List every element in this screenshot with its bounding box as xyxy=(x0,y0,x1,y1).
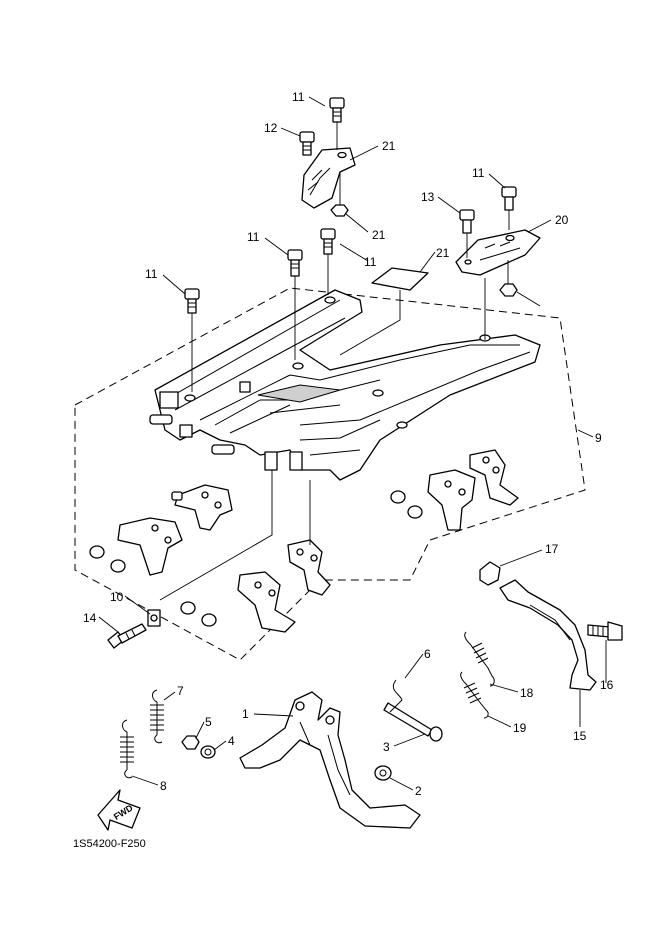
pad-21-part xyxy=(371,267,429,291)
bolt-15-part xyxy=(587,621,623,641)
callout-16: 17 xyxy=(545,542,559,556)
bracket-lower-center xyxy=(237,539,331,633)
callout-11-mid: 11 xyxy=(247,230,260,244)
callout-11-center: 11 xyxy=(364,255,377,269)
callout-11-top: 11 xyxy=(292,90,305,104)
callout-21-top: 21 xyxy=(372,228,386,242)
callout-11-right: 11 xyxy=(472,166,485,180)
side-stand-14-part xyxy=(499,579,597,691)
callout-15: 16 xyxy=(600,678,614,692)
nut-21-top xyxy=(330,204,349,217)
bolt-11-left xyxy=(184,288,200,314)
callout-2: 2 xyxy=(415,784,422,798)
callout-1: 1 xyxy=(242,707,249,721)
grommets-right xyxy=(390,490,423,519)
nut-5-part xyxy=(181,735,200,750)
callout-7: 7 xyxy=(177,684,184,698)
callout-12-top: 12 xyxy=(264,121,278,135)
callout-17: 18 xyxy=(520,686,534,700)
bracket-19-part xyxy=(455,229,541,276)
washer-4-part xyxy=(200,745,216,759)
bolt-11-center xyxy=(320,228,336,255)
grommets-center xyxy=(180,601,217,627)
clip-10-part xyxy=(147,609,161,627)
callout-5: 5 xyxy=(205,715,212,729)
callout-21-pad: 21 xyxy=(436,246,450,260)
main-stand-1-part xyxy=(239,691,421,829)
bolt-11-right xyxy=(501,186,517,211)
bolt-13-part xyxy=(107,623,147,649)
frame-part xyxy=(149,289,541,481)
callout-12-right: 13 xyxy=(421,190,435,204)
callout-4: 4 xyxy=(228,734,235,748)
bolt-11-mid xyxy=(287,249,303,277)
grommets-left xyxy=(89,545,126,573)
bolt-12-right xyxy=(459,209,475,234)
callout-9: 9 xyxy=(595,431,602,445)
bolt-12-top xyxy=(299,131,315,156)
bolt-11-top xyxy=(329,97,345,123)
callout-3: 3 xyxy=(383,740,390,754)
callout-13: 14 xyxy=(83,611,97,625)
callout-20: 21 xyxy=(382,139,396,153)
callout-8: 8 xyxy=(160,779,167,793)
bracket-lower-right xyxy=(427,449,519,531)
callout-10: 10 xyxy=(110,590,124,604)
spring-17-part xyxy=(464,631,495,687)
spring-7-part xyxy=(150,689,164,744)
leader-lines xyxy=(98,96,607,791)
frame-assembly-boundary xyxy=(74,287,586,661)
bracket-lower-left xyxy=(117,484,233,576)
spring-18-part xyxy=(460,671,489,719)
callout-19: 20 xyxy=(555,213,569,227)
collar-2-part xyxy=(374,765,392,781)
callout-18: 19 xyxy=(513,721,527,735)
shaft-3-part xyxy=(383,702,443,742)
collar-16-part xyxy=(479,561,501,586)
callout-6: 6 xyxy=(424,647,431,661)
bracket-20-part xyxy=(301,147,356,209)
callout-14: 15 xyxy=(573,729,587,743)
cotter-pin-6-part xyxy=(389,679,403,713)
fwd-arrow-icon: FWD xyxy=(97,789,141,831)
callout-11-left: 11 xyxy=(145,267,158,281)
diagram-code: 1S54200-F250 xyxy=(73,838,146,850)
spring-8-part xyxy=(120,719,134,779)
nut-21-right xyxy=(499,283,518,297)
